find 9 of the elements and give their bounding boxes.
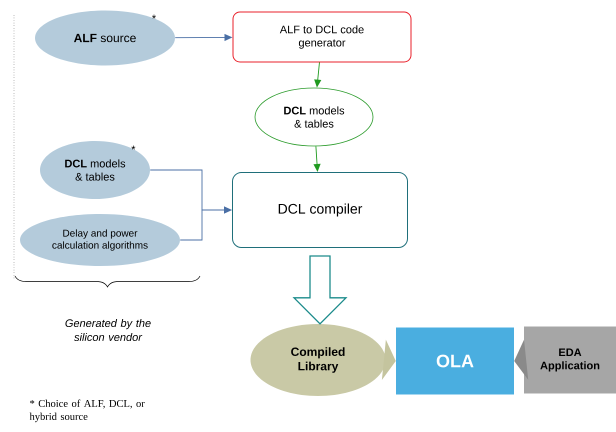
footnote: * Choice of ALF, DCL, or hybrid source bbox=[30, 400, 145, 422]
caption: Generated by the silicon vendor bbox=[65, 318, 151, 342]
application-block: EDA Application bbox=[524, 326, 616, 394]
footnote-mark: * bbox=[152, 14, 156, 19]
arrow bbox=[292, 255, 348, 325]
interface-block: OLA bbox=[396, 328, 514, 394]
process-box: ALF to DCL code generator bbox=[232, 12, 412, 62]
footnote-mark: * bbox=[131, 146, 136, 150]
process-box: DCL compiler bbox=[232, 172, 408, 248]
